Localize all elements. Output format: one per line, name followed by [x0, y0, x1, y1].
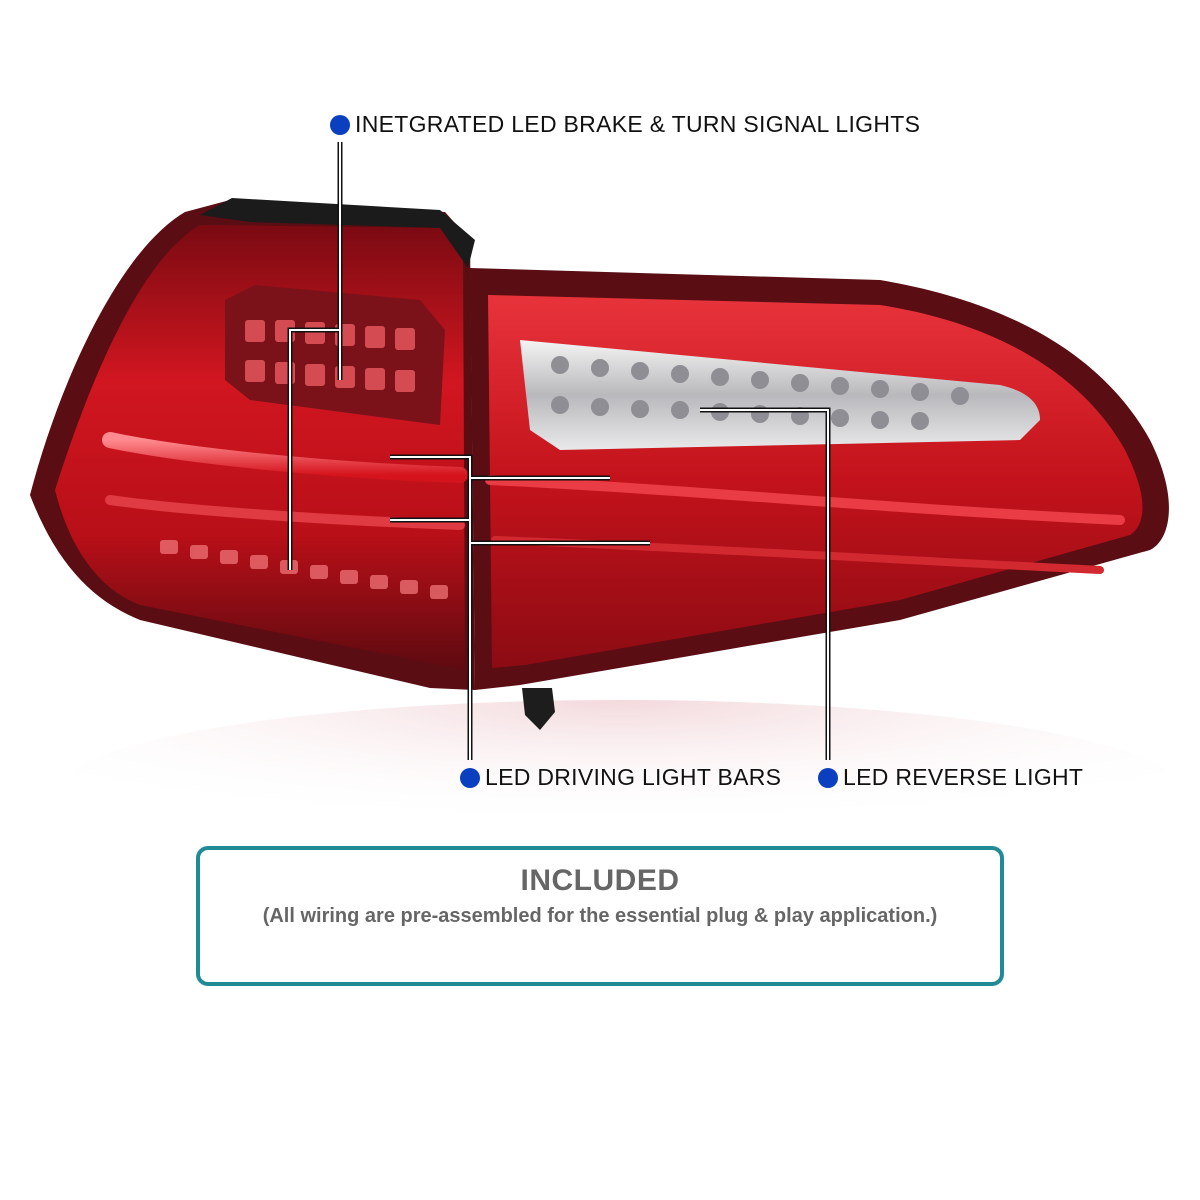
inner-light-bar-upper: [485, 475, 1125, 525]
outer-lamp-flange: [200, 198, 475, 268]
callout-reverse: LED REVERSE LIGHT: [818, 764, 1083, 791]
wiring-connector: [522, 688, 555, 730]
floor-reflection: [60, 700, 1180, 880]
reverse-led-grid: [551, 356, 969, 430]
included-box: INCLUDED (All wiring are pre-assembled f…: [196, 846, 1004, 986]
outer-lower-led-strip: [160, 540, 448, 599]
included-title: INCLUDED: [520, 864, 680, 897]
callout-dot-icon: [330, 114, 350, 135]
callout-dot-icon: [460, 767, 480, 788]
callout-brake-turn: INETGRATED LED BRAKE & TURN SIGNAL LIGHT…: [330, 111, 920, 138]
leader-lines-highlight: [289, 142, 829, 760]
callout-driving-bars: LED DRIVING LIGHT BARS: [460, 764, 781, 791]
callout-driving-bars-label: LED DRIVING LIGHT BARS: [485, 764, 782, 790]
reverse-light-housing: [520, 340, 1040, 450]
callout-reverse-label: LED REVERSE LIGHT: [843, 764, 1084, 790]
included-subtitle: (All wiring are pre-assembled for the es…: [262, 905, 938, 927]
callout-brake-turn-label: INETGRATED LED BRAKE & TURN SIGNAL LIGHT…: [355, 111, 921, 137]
outer-light-bar-upper: [102, 432, 468, 483]
outer-light-bar-lower: [105, 495, 465, 530]
callout-dot-icon: [818, 767, 838, 788]
